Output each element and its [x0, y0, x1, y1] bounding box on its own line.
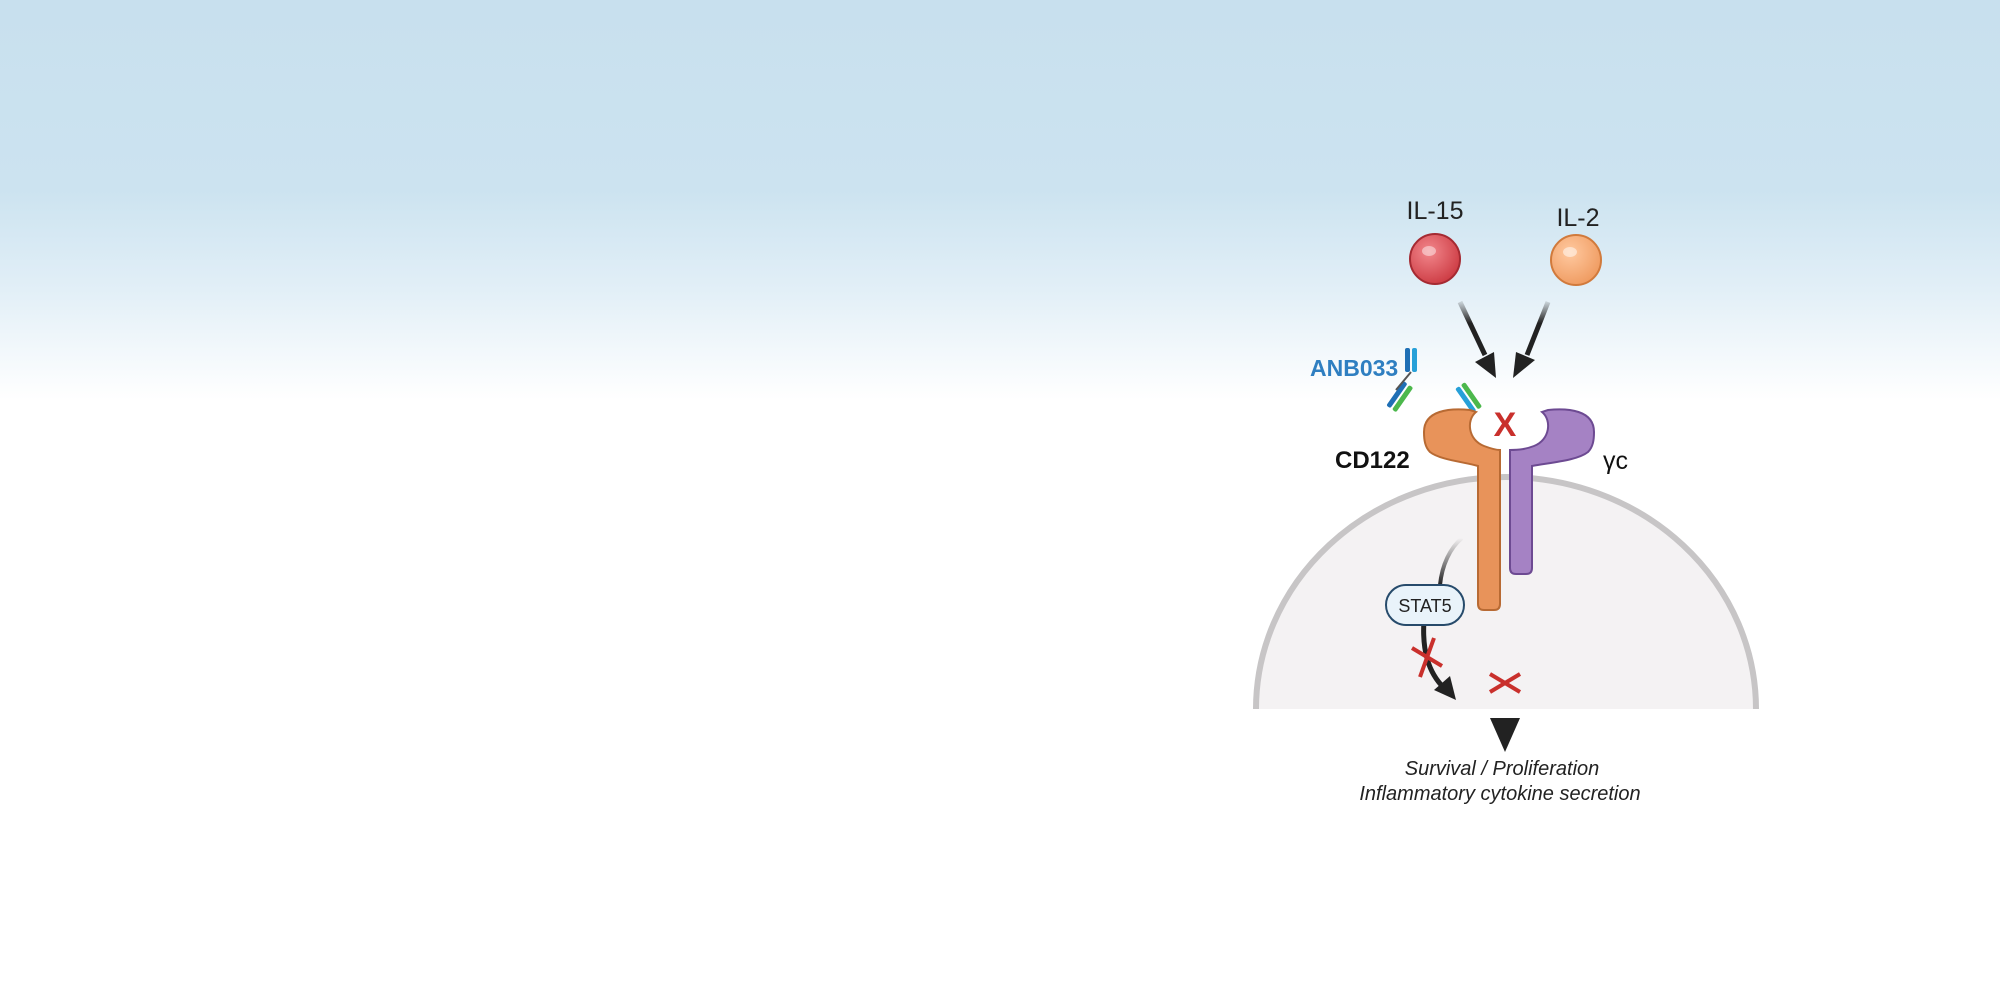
- receptor-block-mark: X: [1494, 406, 1517, 444]
- il2-label: IL-2: [1556, 204, 1599, 232]
- il15-label: IL-15: [1407, 197, 1464, 225]
- stat5-block-cross: [1410, 637, 1444, 678]
- cd122-label: CD122: [1335, 447, 1410, 474]
- il2-ligand: IL-2: [1550, 204, 1602, 286]
- stat5-label: STAT5: [1398, 596, 1451, 616]
- antibody-label: ANB033: [1310, 355, 1398, 381]
- antibody-icon: [1387, 348, 1482, 413]
- il15-ligand: IL-15: [1407, 197, 1464, 285]
- downstream-arrow: [1488, 648, 1522, 752]
- downstream-block-cross: [1488, 672, 1522, 694]
- cd122-receptor: [1422, 408, 1501, 611]
- gamma-c-label: γc: [1603, 447, 1628, 475]
- outcome-line-1: Survival / Proliferation: [1405, 758, 1600, 780]
- stat5-node: STAT5: [1385, 584, 1465, 626]
- stat5-pathway: [1410, 536, 1464, 700]
- outcome-line-2: Inflammatory cytokine secretion: [1359, 783, 1640, 805]
- cell: [1253, 474, 1759, 710]
- gamma-c-receptor: [1509, 408, 1596, 575]
- ligand-arrows: [1457, 300, 1551, 378]
